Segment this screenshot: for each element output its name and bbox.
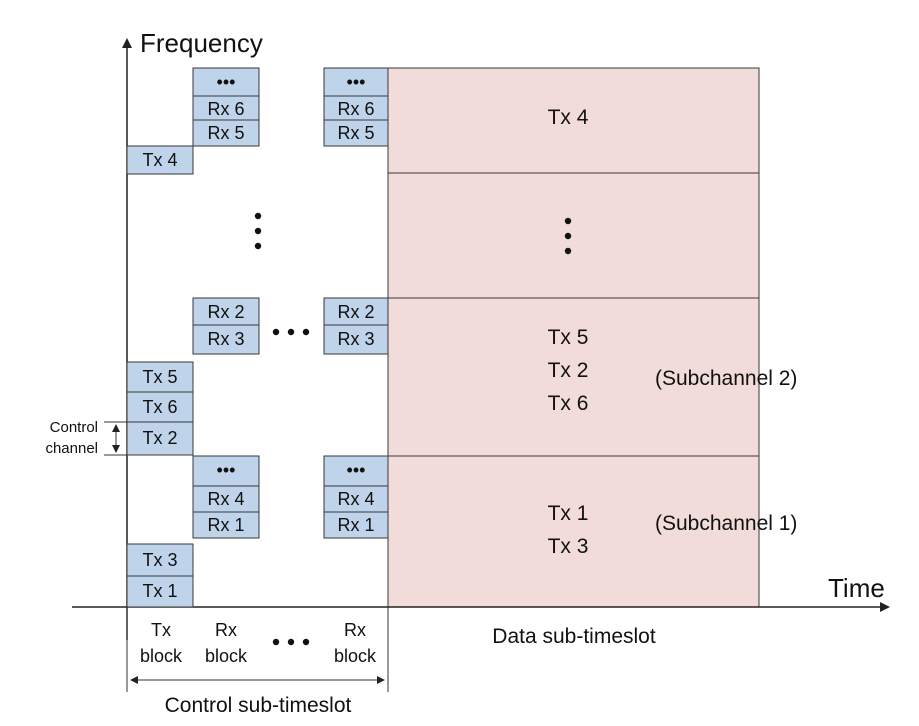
- tx-cell-1-label: Tx 1: [142, 581, 177, 601]
- rx1-cell-2: [192, 297, 260, 326]
- tx-block-label-line1: Tx: [151, 620, 171, 640]
- data-subtimeslot-label: Data sub-timeslot: [492, 625, 656, 648]
- rx1-cell-3-label: Rx 3: [207, 329, 244, 349]
- rx1-cell-1: [192, 511, 260, 539]
- rx-block-1-label-line1: Rx: [215, 620, 237, 640]
- rxn-cell-3: [323, 324, 389, 355]
- tx-cell-5-label: Tx 5: [142, 367, 177, 387]
- rx1-cell-5-label: Rx 5: [207, 123, 244, 143]
- rx1-cell-6: [192, 95, 260, 121]
- rx1-upper-ellipsis-cell: [192, 67, 260, 97]
- data-middle-label-2: Tx 2: [548, 359, 589, 382]
- tx-cell-4: [126, 145, 194, 175]
- control-subtimeslot-annotation: Control sub-timeslot: [126, 607, 389, 717]
- horizontal-dots-between-rx: [272, 328, 310, 336]
- tx-block-label-line2: block: [140, 646, 183, 666]
- tx-cell-2-label: Tx 2: [142, 428, 177, 448]
- rx-block-1-label-line2: block: [205, 646, 248, 666]
- tx-cell-4-label: Tx 4: [142, 150, 177, 170]
- tx-cell-2: [126, 421, 194, 456]
- control-subtimeslot-label: Control sub-timeslot: [165, 694, 352, 717]
- rx1-upper-ellipsis: •••: [217, 72, 236, 92]
- rx1-cell-3: [192, 324, 260, 355]
- tx-cell-6-label: Tx 6: [142, 397, 177, 417]
- rxn-cell-2: [323, 297, 389, 326]
- horizontal-dots-bottom-labels: [272, 638, 310, 646]
- x-axis-title: Time: [828, 573, 885, 603]
- vertical-dots-data-region: [564, 217, 572, 255]
- data-middle-label-1: Tx 5: [548, 326, 589, 349]
- rxn-cell-5: [323, 119, 389, 147]
- data-top-label: Tx 4: [548, 106, 589, 129]
- rx1-cell-2-label: Rx 2: [207, 302, 244, 322]
- rxn-lower-ellipsis: •••: [347, 460, 366, 480]
- rxn-cell-5-label: Rx 5: [337, 123, 374, 143]
- data-bottom-label-1: Tx 1: [548, 502, 589, 525]
- rx-block-1: ••• Rx 6 Rx 5 Rx 2 Rx 3 ••• Rx 4 Rx 1: [192, 67, 260, 539]
- rx-block-n: ••• Rx 6 Rx 5 Rx 2 Rx 3 ••• Rx 4 Rx 1: [323, 67, 389, 539]
- rx-block-n-label-line1: Rx: [344, 620, 366, 640]
- data-middle-label-3: Tx 6: [548, 392, 589, 415]
- rxn-cell-2-label: Rx 2: [337, 302, 374, 322]
- rx1-cell-4-label: Rx 4: [207, 489, 244, 509]
- rx-block-n-label-line2: block: [334, 646, 377, 666]
- tx-cell-6: [126, 391, 194, 423]
- tx-cell-5: [126, 361, 194, 393]
- rxn-cell-4-label: Rx 4: [337, 489, 374, 509]
- control-channel-label-line2: channel: [45, 440, 98, 457]
- rxn-cell-1-label: Rx 1: [337, 515, 374, 535]
- tx-block: Tx 4 Tx 5 Tx 6 Tx 2 Tx 3 Tx 1: [126, 145, 194, 608]
- rxn-cell-6-label: Rx 6: [337, 99, 374, 119]
- data-region-ellipsis: [387, 172, 760, 299]
- rxn-cell-1: [323, 511, 389, 539]
- rx1-cell-5: [192, 119, 260, 147]
- control-channel-label-line1: Control: [50, 419, 98, 436]
- tx-cell-1: [126, 575, 194, 608]
- control-channel-annotation: Control channel: [45, 419, 127, 457]
- y-axis-title: Frequency: [140, 28, 263, 58]
- rx1-lower-ellipsis: •••: [217, 460, 236, 480]
- rxn-cell-3-label: Rx 3: [337, 329, 374, 349]
- data-region-tx4: [387, 67, 760, 174]
- rxn-upper-ellipsis: •••: [347, 72, 366, 92]
- subchannel-2-label: (Subchannel 2): [655, 367, 797, 390]
- rxn-lower-ellipsis-cell: [323, 455, 389, 487]
- data-subtimeslot-area: [387, 67, 760, 608]
- data-region-subchannel-1: [387, 455, 760, 608]
- rx1-cell-4: [192, 485, 260, 513]
- subchannel-1-label: (Subchannel 1): [655, 512, 797, 535]
- rxn-cell-4: [323, 485, 389, 513]
- data-region-subchannel-2: [387, 297, 760, 457]
- tx-cell-3-label: Tx 3: [142, 550, 177, 570]
- rx1-cell-6-label: Rx 6: [207, 99, 244, 119]
- data-bottom-label-2: Tx 3: [548, 535, 589, 558]
- rx1-cell-1-label: Rx 1: [207, 515, 244, 535]
- rxn-cell-6: [323, 95, 389, 121]
- vertical-dots-rx-column: [254, 212, 262, 250]
